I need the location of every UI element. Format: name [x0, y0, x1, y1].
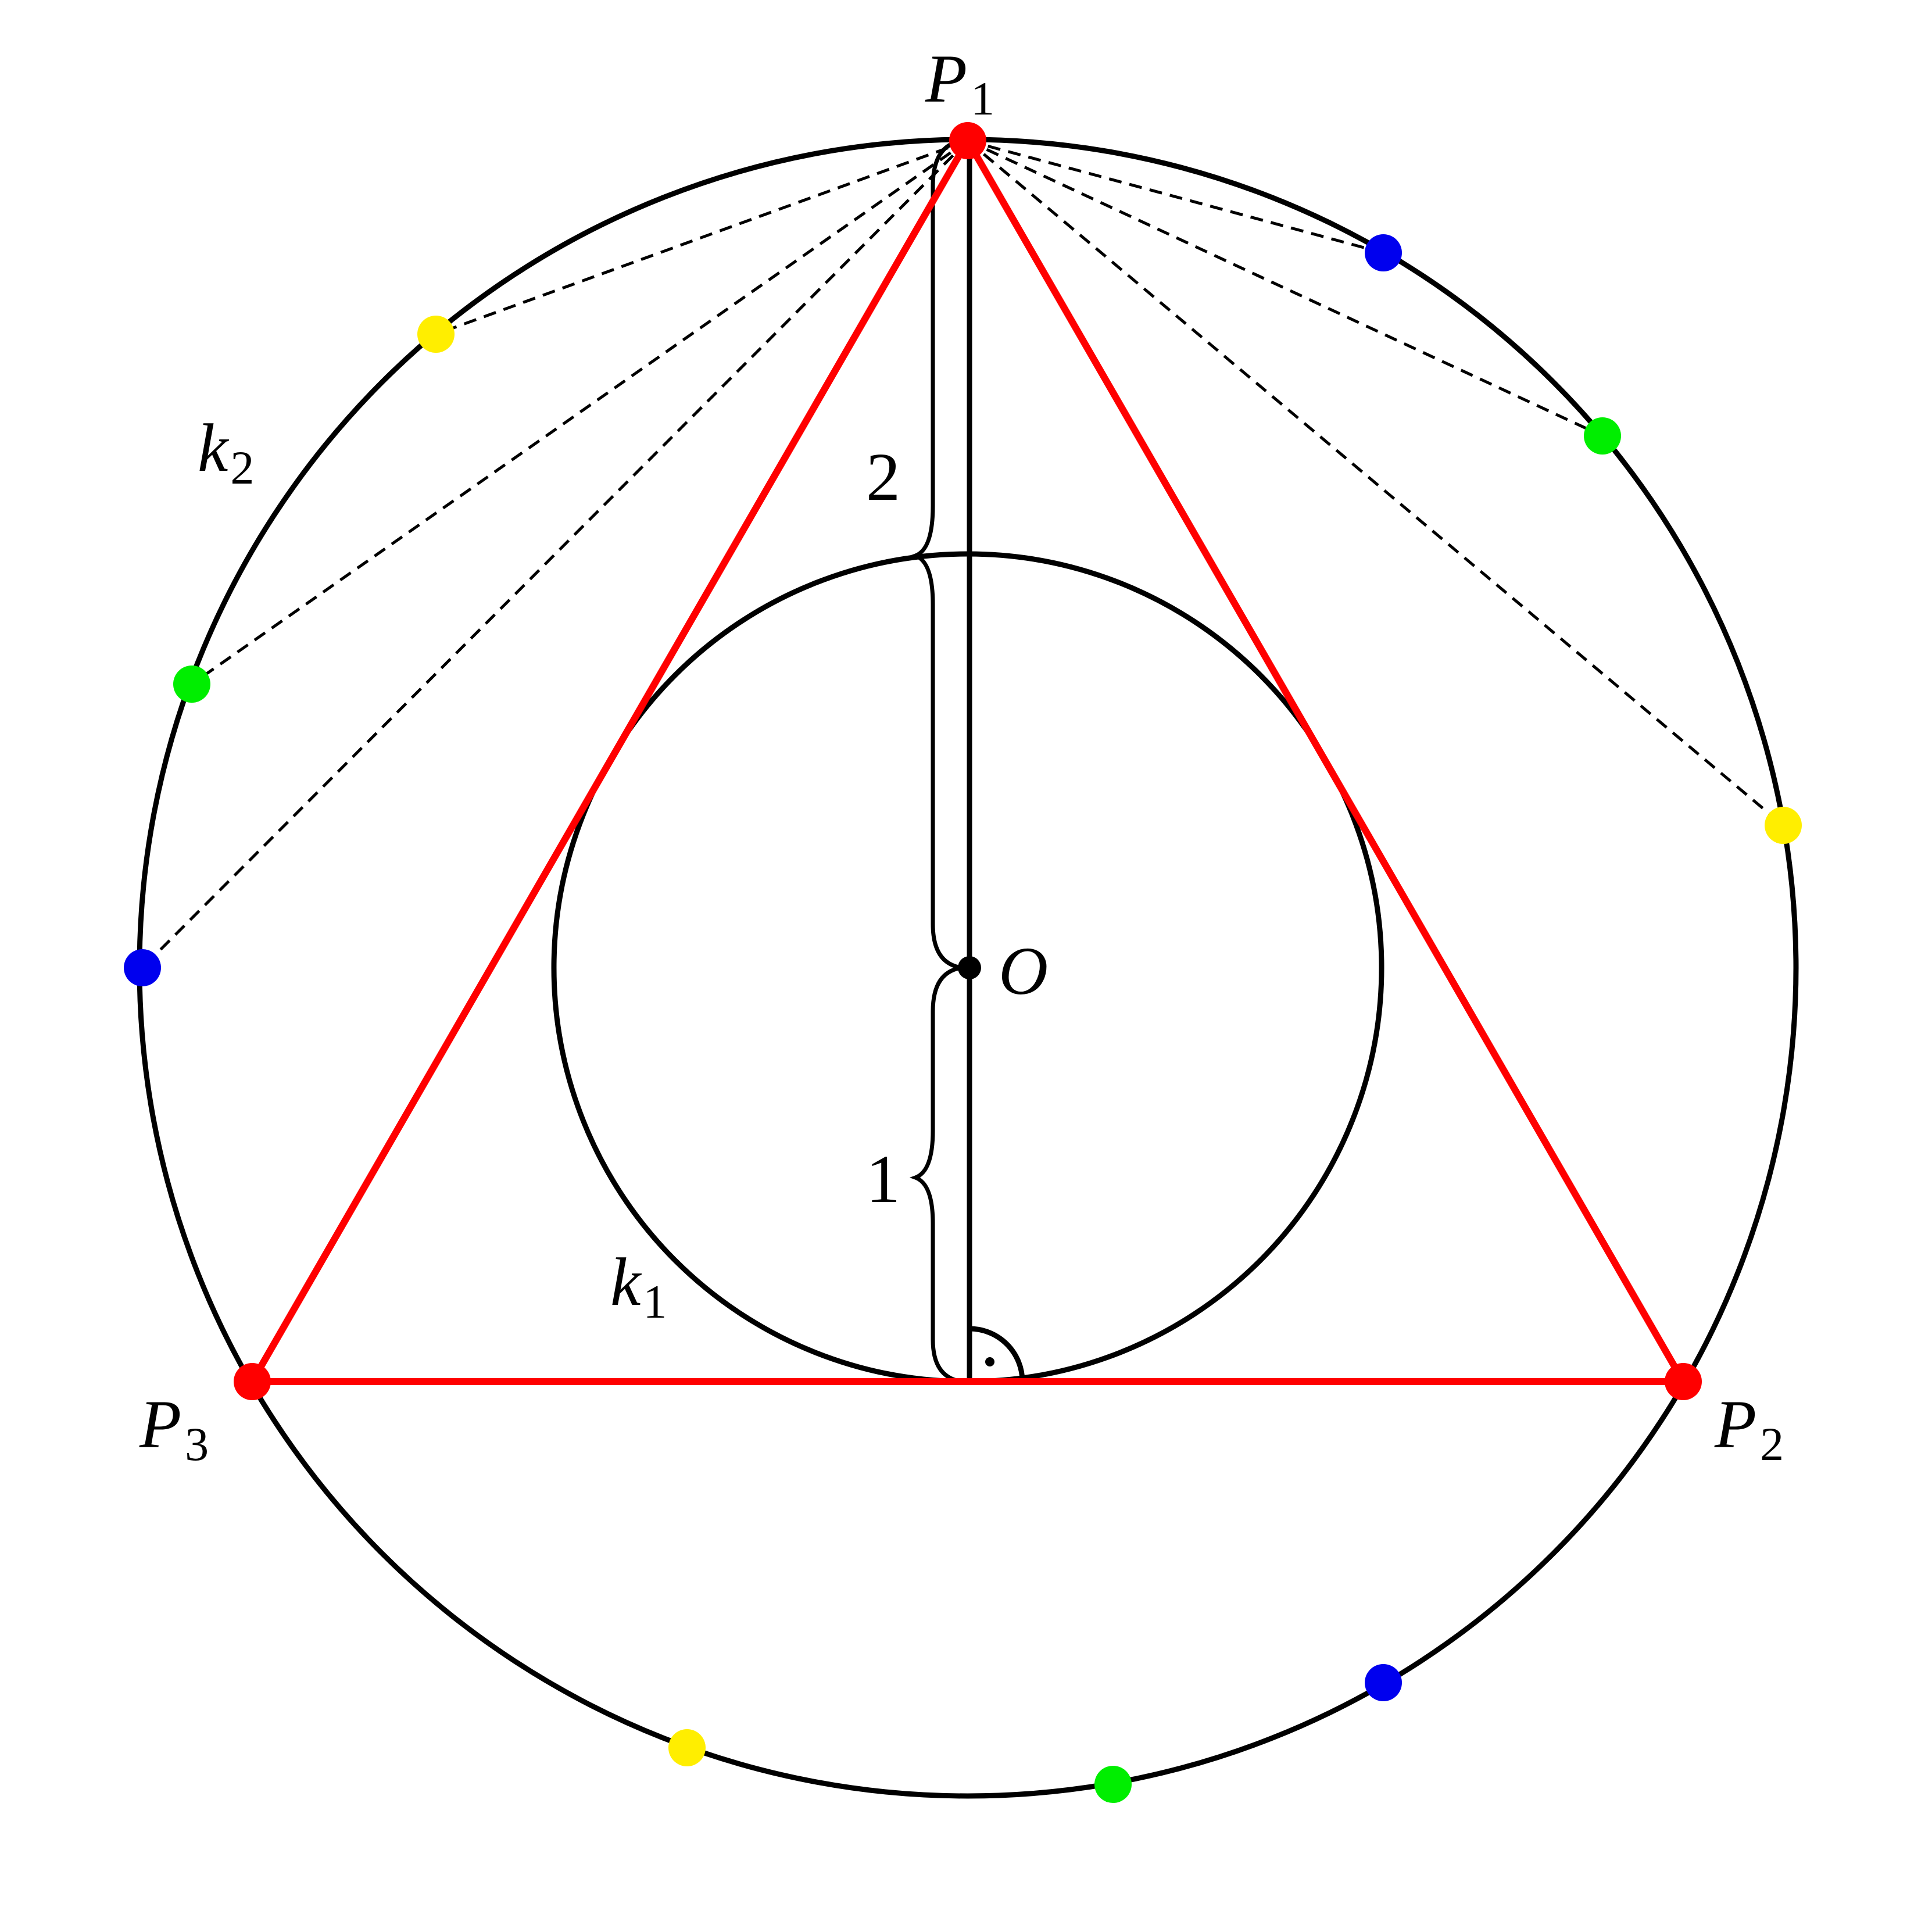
point-green-bottom: [1094, 1766, 1132, 1803]
point-green-left: [173, 666, 210, 703]
dashed-chords: [141, 139, 1784, 969]
vertex-p2: [1665, 1363, 1702, 1400]
label-p3: P3: [139, 1386, 209, 1471]
equilateral-triangle: [249, 137, 1687, 1385]
point-yellow-left: [417, 316, 455, 353]
label-segment-1: 1: [866, 1141, 900, 1217]
chord-to-blue-right: [967, 139, 1384, 255]
right-angle-dot: [985, 1357, 994, 1366]
label-center-o: O: [999, 933, 1048, 1009]
chord-to-green-right: [967, 139, 1604, 438]
right-angle-marker: [969, 1326, 1025, 1382]
chord-to-blue-left: [141, 139, 969, 969]
chord-to-yellow-left: [435, 139, 968, 336]
chord-to-yellow-right: [967, 139, 1784, 827]
point-green-right: [1584, 417, 1621, 455]
label-segment-2: 2: [866, 439, 900, 515]
label-k2: k2: [198, 410, 254, 494]
vertex-p1: [949, 122, 986, 159]
point-blue-right: [1365, 234, 1402, 271]
chord-to-green-left: [191, 139, 969, 686]
point-yellow-right: [1765, 807, 1802, 844]
brace-upper: [909, 138, 964, 970]
point-blue-left: [124, 949, 161, 986]
label-p1: P1: [925, 41, 994, 125]
point-blue-bottom: [1365, 1664, 1402, 1701]
center-point-o: [958, 956, 981, 979]
vertex-p3: [234, 1363, 271, 1400]
point-yellow-bottom: [668, 1729, 706, 1766]
colored-points: [124, 234, 1802, 1803]
label-k1: k1: [610, 1244, 667, 1328]
label-p2: P2: [1714, 1386, 1784, 1471]
brace-lower: [909, 965, 964, 1384]
